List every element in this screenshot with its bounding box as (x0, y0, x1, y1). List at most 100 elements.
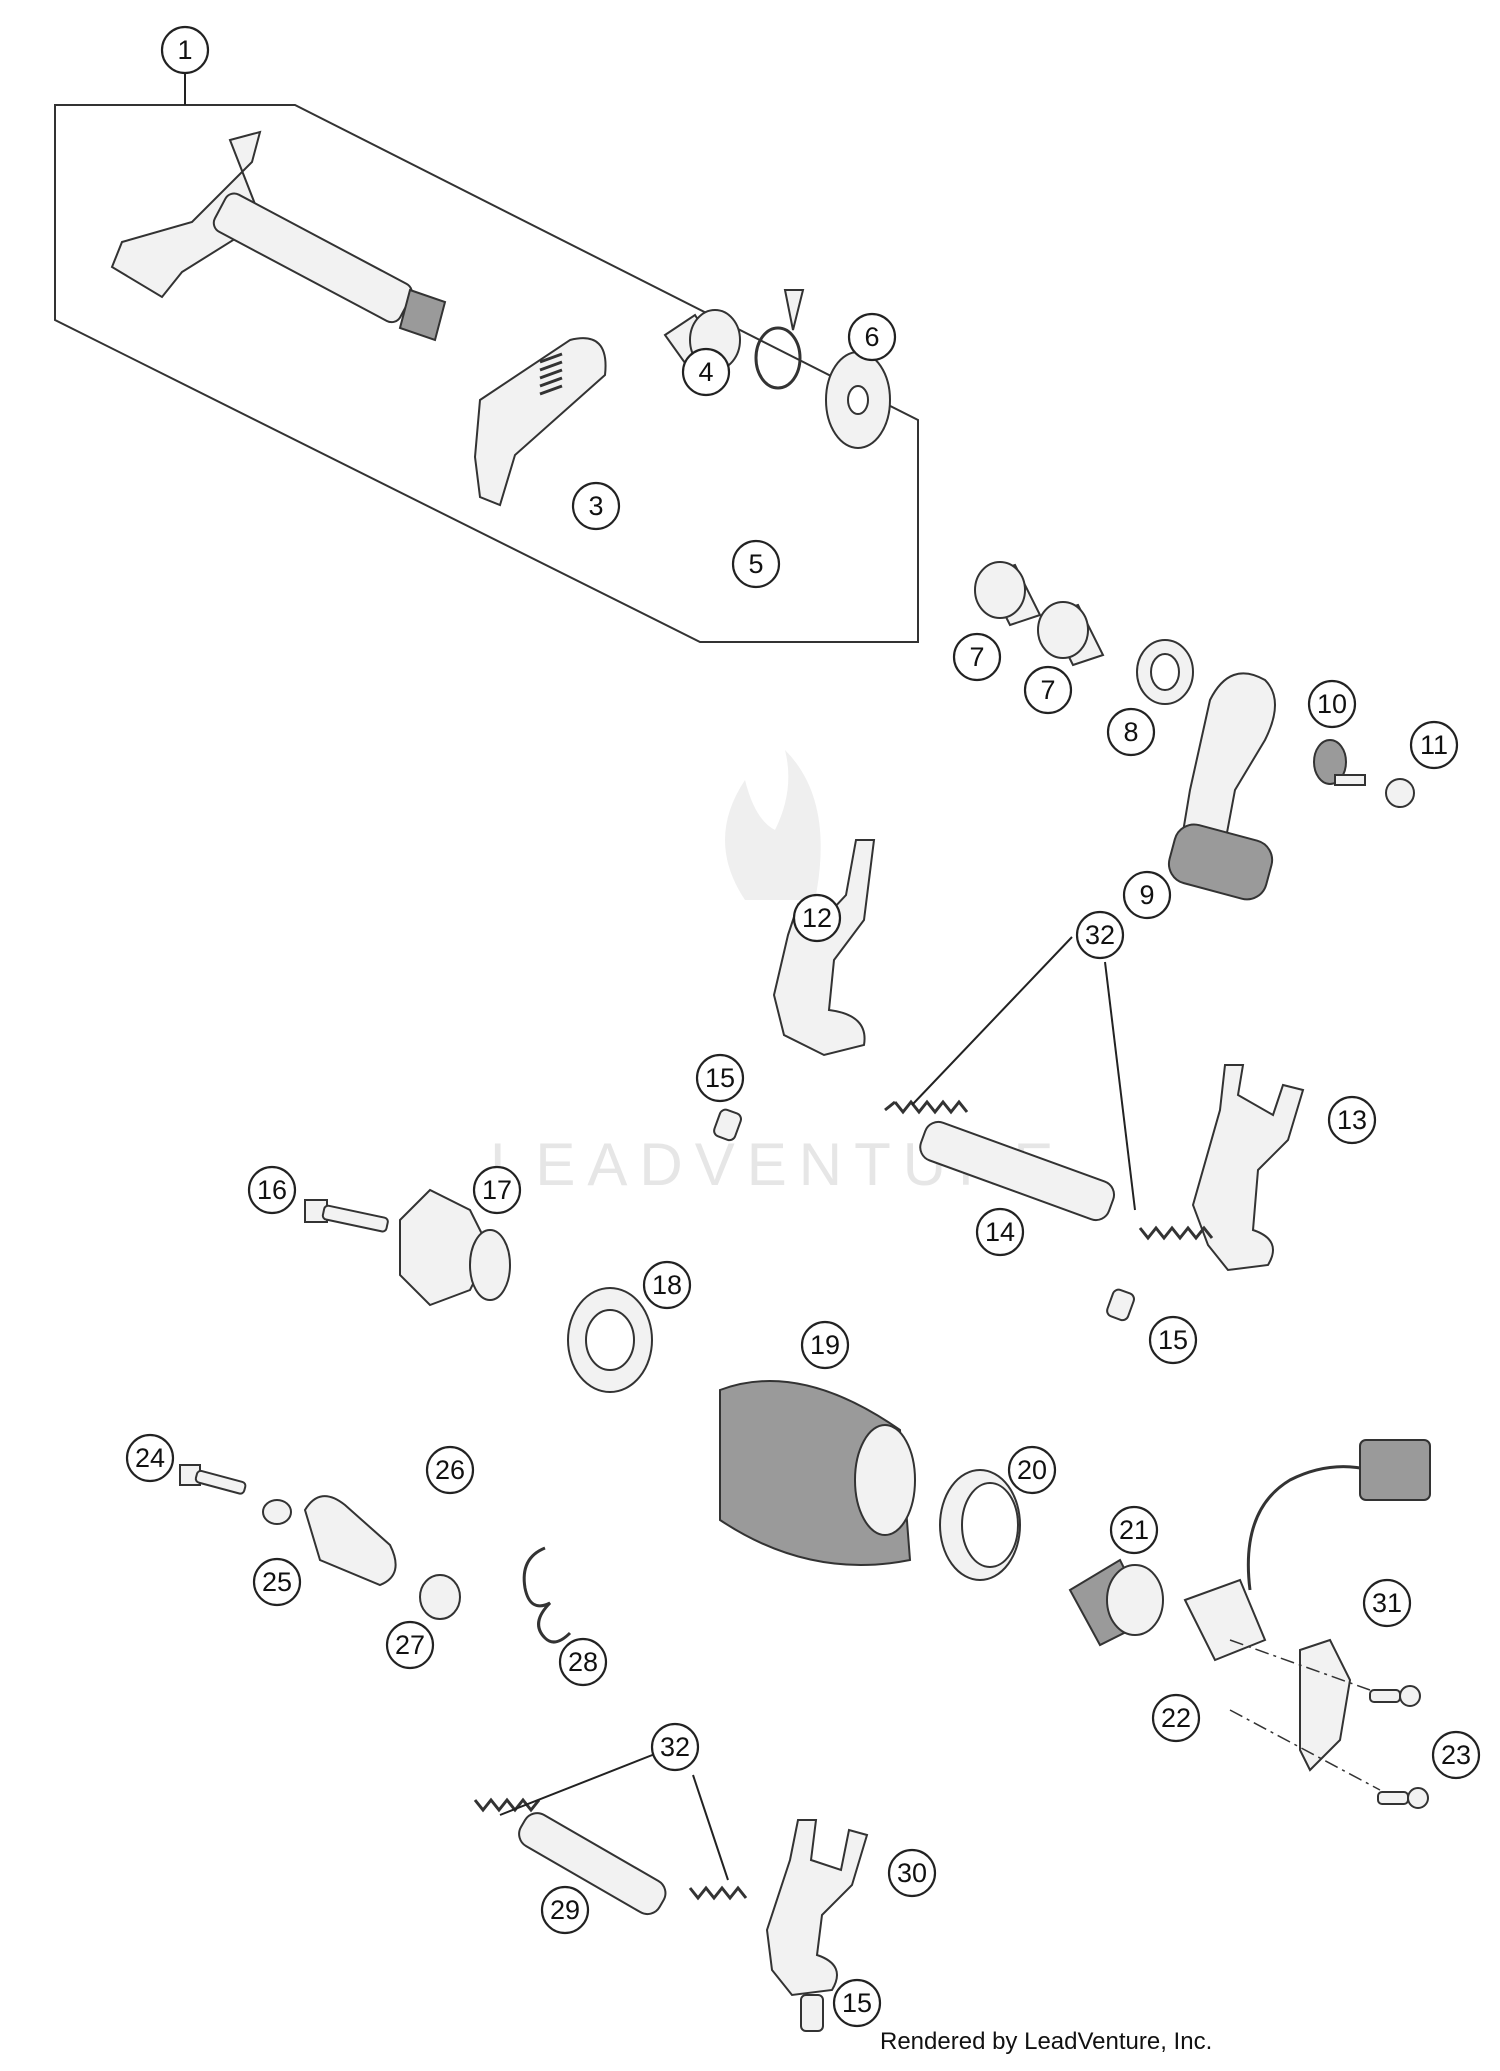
callout-31: 31 (1362, 1578, 1412, 1628)
part-31-bracket (1299, 1638, 1352, 1772)
part-20-bearing-ring (939, 1469, 1021, 1581)
svg-text:16: 16 (257, 1175, 287, 1205)
svg-text:12: 12 (802, 903, 832, 933)
svg-text:14: 14 (985, 1217, 1015, 1247)
callout-15a: 15 (695, 1053, 745, 1103)
callout-20: 20 (1007, 1445, 1057, 1495)
svg-text:32: 32 (1085, 920, 1115, 950)
part-21-cap (1068, 1558, 1164, 1647)
callout-24: 24 (125, 1433, 175, 1483)
svg-text:7: 7 (1040, 675, 1055, 705)
part-6-washer (825, 351, 891, 449)
callout-26: 26 (425, 1445, 475, 1495)
part-5-circlip (754, 289, 805, 390)
callout-29: 29 (540, 1885, 590, 1935)
part-11-bolt (1334, 774, 1415, 808)
callout-17: 17 (472, 1165, 522, 1215)
part-17-shift-star (399, 1188, 511, 1307)
svg-text:15: 15 (1158, 1325, 1188, 1355)
callout-9: 9 (1122, 870, 1172, 920)
svg-text:19: 19 (810, 1330, 840, 1360)
callout-8: 8 (1106, 707, 1156, 757)
part-26-locking-lever (303, 1495, 397, 1587)
svg-text:29: 29 (550, 1895, 580, 1925)
svg-text:13: 13 (1337, 1105, 1367, 1135)
part-14-shift-rail (919, 1120, 1115, 1222)
svg-text:28: 28 (568, 1647, 598, 1677)
callout-19: 19 (800, 1320, 850, 1370)
part-10-washer (1313, 739, 1347, 785)
part-23-screws (1369, 1685, 1429, 1809)
callout-30: 30 (887, 1848, 937, 1898)
callout-12: 12 (792, 893, 842, 943)
callout-15b: 15 (1148, 1315, 1198, 1365)
part-19-shift-drum (719, 1380, 916, 1566)
part-13-shift-fork (1191, 1064, 1305, 1272)
shift-lever-plate (473, 337, 607, 507)
svg-text:30: 30 (897, 1858, 927, 1888)
footer-credit: Rendered by LeadVenture, Inc. (880, 2028, 1213, 2055)
part-15-pin-a (713, 1108, 742, 1142)
callout-32a: 32 (1075, 910, 1125, 960)
callout-14: 14 (975, 1207, 1025, 1257)
svg-text:9: 9 (1139, 880, 1154, 910)
part-15-pin-b (1106, 1288, 1135, 1322)
part-15-pin-c (800, 1994, 824, 2032)
svg-text:20: 20 (1017, 1455, 1047, 1485)
part-18-bearing (567, 1287, 653, 1393)
svg-text:17: 17 (482, 1175, 512, 1205)
callout-6: 6 (847, 312, 897, 362)
callout-27: 27 (385, 1620, 435, 1670)
svg-text:3: 3 (588, 491, 603, 521)
part-32-spring-d (688, 1885, 748, 1901)
part-27-roller (419, 1574, 461, 1620)
svg-text:5: 5 (748, 549, 763, 579)
svg-text:23: 23 (1441, 1740, 1471, 1770)
callout-23: 23 (1431, 1730, 1481, 1780)
svg-text:25: 25 (262, 1567, 292, 1597)
part-3-spring (539, 352, 563, 396)
part-1-shift-shaft (110, 130, 447, 342)
svg-text:7: 7 (969, 642, 984, 672)
part-32-spring-b (1138, 1225, 1214, 1241)
svg-text:10: 10 (1317, 689, 1347, 719)
svg-text:15: 15 (705, 1063, 735, 1093)
part-9-shift-lever (1167, 672, 1276, 901)
callout-7b: 7 (1023, 665, 1073, 715)
callout-7a: 7 (952, 632, 1002, 682)
svg-text:15: 15 (842, 1988, 872, 2018)
svg-text:31: 31 (1372, 1588, 1402, 1618)
svg-text:32: 32 (660, 1732, 690, 1762)
svg-text:22: 22 (1161, 1703, 1191, 1733)
alignment-line-upper (1229, 1639, 1371, 1691)
callout-4: 4 (681, 347, 731, 397)
callout-18: 18 (642, 1260, 692, 1310)
part-22-gear-sensor (1183, 1439, 1431, 1662)
callout-3: 3 (571, 481, 621, 531)
part-12-shift-fork (772, 839, 876, 1057)
callout-5: 5 (731, 539, 781, 589)
part-24-bolt (179, 1464, 247, 1495)
part-30-shift-fork (765, 1819, 869, 1997)
svg-text:21: 21 (1119, 1515, 1149, 1545)
svg-text:18: 18 (652, 1270, 682, 1300)
callout-28: 28 (558, 1637, 608, 1687)
svg-text:4: 4 (698, 357, 713, 387)
part-32-spring-c (473, 1797, 541, 1813)
svg-text:27: 27 (395, 1630, 425, 1660)
svg-text:24: 24 (135, 1443, 165, 1473)
part-29-shift-rail (518, 1812, 667, 1916)
svg-text:6: 6 (864, 322, 879, 352)
svg-text:1: 1 (177, 35, 192, 65)
callout-25: 25 (252, 1557, 302, 1607)
part-32-spring-a (884, 1099, 969, 1115)
svg-text:11: 11 (1420, 730, 1448, 760)
callout-32b: 32 (650, 1722, 700, 1772)
callout-21: 21 (1109, 1505, 1159, 1555)
svg-text:26: 26 (435, 1455, 465, 1485)
callout-16: 16 (247, 1165, 297, 1215)
callout-15c: 15 (832, 1978, 882, 2028)
part-28-torsion-spring (522, 1546, 572, 1644)
kit-outline (54, 104, 919, 643)
